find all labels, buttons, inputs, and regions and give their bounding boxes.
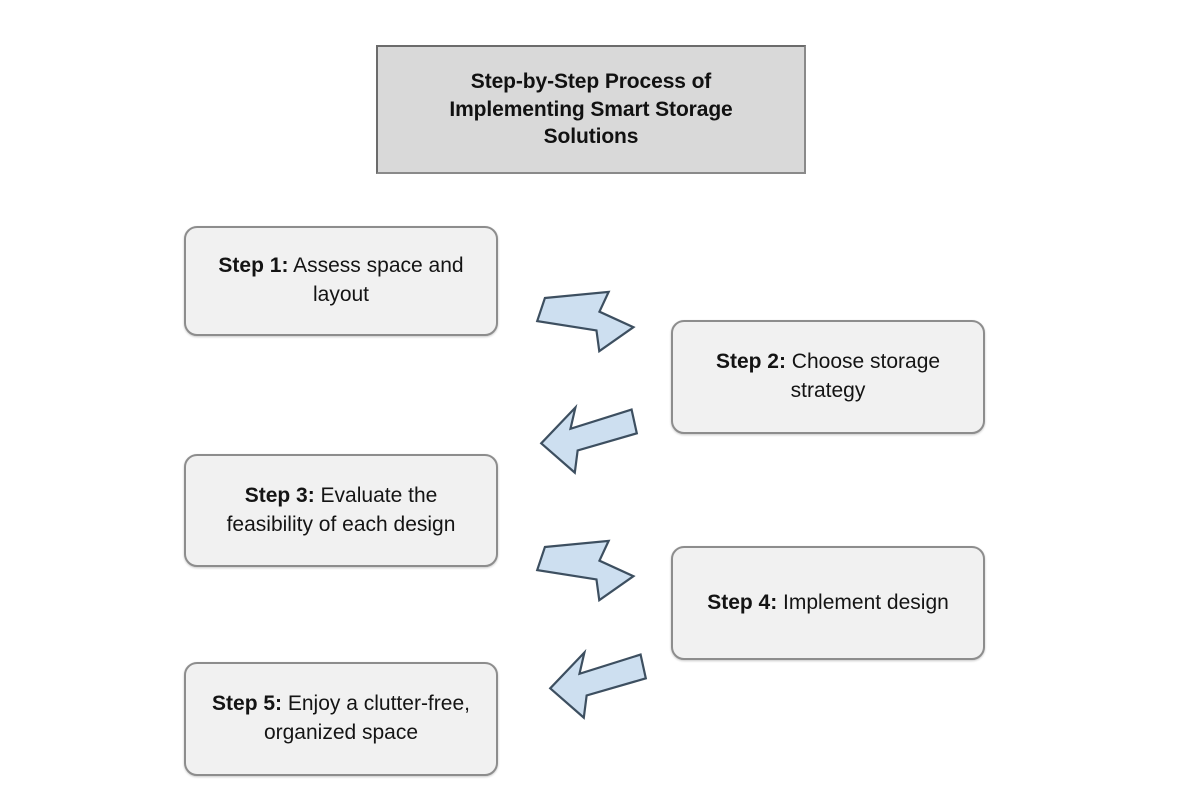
step-node-5[interactable]: Step 5: Enjoy a clutter-free, organized … bbox=[184, 662, 498, 776]
step-node-3-text: Step 3: Evaluate the feasibility of each… bbox=[186, 482, 496, 540]
step-node-5-text: Step 5: Enjoy a clutter-free, organized … bbox=[186, 690, 496, 748]
step-node-2-description: Choose storage strategy bbox=[790, 350, 941, 402]
arrow-step2-to-step3 bbox=[533, 400, 639, 476]
step-node-2-label: Step 2: bbox=[715, 350, 786, 374]
step-node-1[interactable]: Step 1: Assess space and layout bbox=[184, 226, 498, 336]
step-node-4-label: Step 4: bbox=[707, 590, 778, 614]
step-node-2[interactable]: Step 2: Choose storage strategy bbox=[671, 320, 985, 434]
diagram-title-text: Step-by-Step Process of Implementing Sma… bbox=[449, 69, 733, 149]
arrow-step1-to-step2 bbox=[535, 289, 640, 354]
step-node-3[interactable]: Step 3: Evaluate the feasibility of each… bbox=[184, 454, 498, 567]
step-node-4[interactable]: Step 4: Implement design bbox=[671, 546, 985, 660]
step-node-1-text: Step 1: Assess space and layout bbox=[186, 252, 496, 310]
step-node-1-description: Assess space and layout bbox=[293, 254, 464, 306]
step-node-1-label: Step 1: bbox=[218, 254, 289, 278]
step-node-5-description: Enjoy a clutter-free, organized space bbox=[263, 692, 470, 744]
step-node-3-label: Step 3: bbox=[244, 483, 315, 507]
step-node-4-text: Step 4: Implement design bbox=[691, 589, 965, 618]
step-node-2-text: Step 2: Choose storage strategy bbox=[673, 348, 983, 406]
step-node-4-description: Implement design bbox=[783, 590, 949, 614]
step-node-5-label: Step 5: bbox=[212, 692, 283, 716]
arrow-step4-to-step5 bbox=[542, 645, 648, 721]
arrow-step3-to-step4 bbox=[535, 538, 640, 603]
diagram-title-box: Step-by-Step Process of Implementing Sma… bbox=[376, 45, 806, 174]
step-node-3-description: Evaluate the feasibility of each design bbox=[226, 483, 456, 536]
